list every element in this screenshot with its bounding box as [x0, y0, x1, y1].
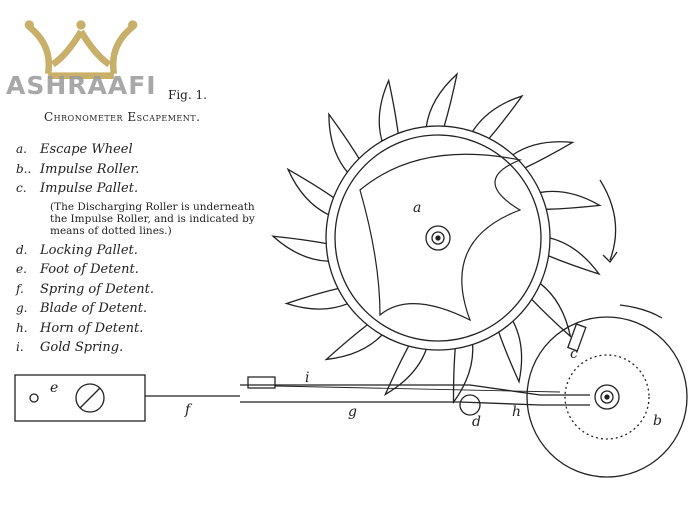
- label-f: f: [184, 402, 193, 418]
- figure-title: Chronometer Escapement.: [44, 110, 201, 124]
- escape-wheel-tooth: [383, 345, 427, 396]
- legend-item: c.Impulse Pallet.: [16, 181, 139, 196]
- gold-spring: [274, 385, 561, 393]
- legend-item: d.Locking Pallet.: [16, 242, 138, 258]
- rotation-arrow-icon: [599, 179, 618, 264]
- legend-item: f.Spring of Detent.: [16, 281, 154, 297]
- escape-wheel-tooth: [548, 237, 601, 276]
- label-b: b: [653, 413, 662, 429]
- legend-item: g.Blade of Detent.: [16, 301, 148, 316]
- escape-wheel-rim: [325, 125, 551, 351]
- escape-wheel-teeth: [271, 72, 602, 405]
- label-h: h: [512, 404, 521, 420]
- detent-blade: [240, 384, 590, 406]
- watermark-text: ASHRAAFI: [6, 71, 157, 100]
- detent-foot: [14, 374, 146, 422]
- escape-wheel-tooth: [425, 72, 459, 127]
- impulse-pallet: [567, 323, 587, 352]
- label-g: g: [348, 404, 357, 420]
- escape-wheel-tooth: [328, 112, 360, 173]
- legend: a.Escape Wheel b..Impulse Roller. c.Impu…: [16, 140, 260, 358]
- figure-number: Fig. 1.: [168, 88, 207, 102]
- escape-wheel-tooth: [540, 190, 602, 210]
- legend-item: b..Impulse Roller.: [16, 161, 140, 177]
- escape-wheel-tooth: [512, 141, 575, 169]
- crown-logo-icon: [24, 20, 138, 79]
- label-i: i: [305, 370, 309, 386]
- screw-icon: [75, 383, 105, 413]
- escape-wheel-tooth: [271, 235, 329, 262]
- escape-wheel-tooth: [324, 324, 383, 361]
- escape-wheel-tooth: [472, 94, 524, 139]
- legend-item: h.Horn of Detent.: [16, 320, 144, 336]
- escape-wheel-tooth: [286, 167, 334, 216]
- label-c: c: [570, 346, 578, 362]
- label-e: e: [50, 380, 58, 396]
- legend-item: i.Gold Spring.: [16, 340, 124, 355]
- escape-wheel-tooth: [378, 78, 399, 142]
- label-d: d: [472, 414, 481, 430]
- legend-note: (The Discharging Roller is underneath th…: [50, 200, 255, 237]
- escape-wheel-tooth: [452, 344, 474, 405]
- label-a: a: [413, 200, 421, 216]
- legend-item: a.Escape Wheel: [16, 142, 133, 157]
- locking-pallet: [459, 394, 481, 416]
- impulse-roller: [526, 316, 688, 478]
- discharging-roller: [564, 354, 650, 440]
- roller-arrow-icon: [619, 304, 663, 319]
- escape-wheel-tooth: [284, 287, 348, 310]
- escape-wheel-spokes: [359, 153, 523, 322]
- legend-item: e.Foot of Detent.: [16, 262, 139, 277]
- escape-wheel-tooth: [531, 283, 572, 339]
- escape-wheel-tooth: [498, 320, 523, 384]
